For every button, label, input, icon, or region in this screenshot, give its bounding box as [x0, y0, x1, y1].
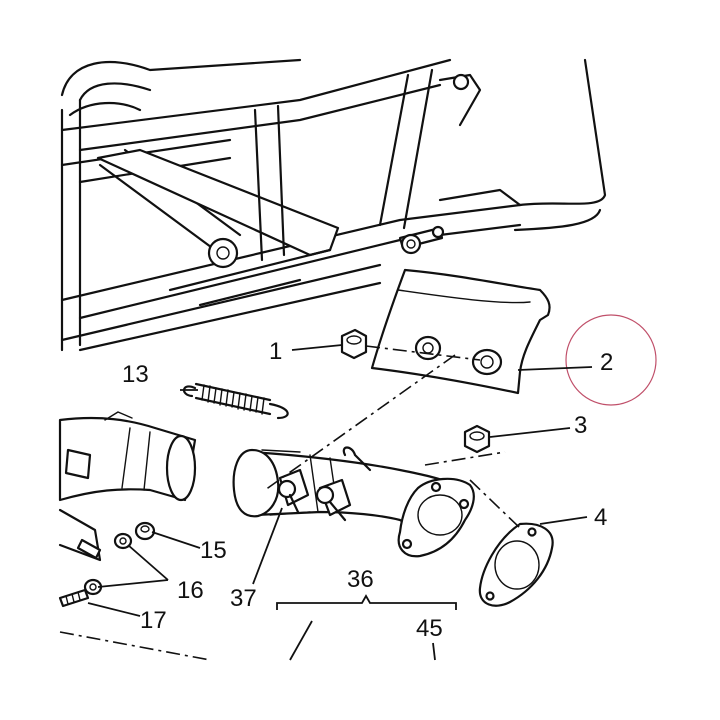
nut-1 — [340, 328, 368, 360]
assembly-lines — [59, 345, 521, 661]
callout-13: 13 — [122, 361, 149, 388]
callout-2: 2 — [600, 349, 613, 376]
leader-lines — [87, 344, 593, 661]
highlight-circle — [565, 314, 657, 406]
spring-13 — [183, 382, 289, 420]
callout-3: 3 — [574, 412, 587, 439]
callout-15: 15 — [200, 537, 227, 564]
callout-36: 36 — [347, 566, 374, 593]
nut-3 — [463, 424, 491, 454]
callout-16: 16 — [177, 577, 204, 604]
bolt-17 — [58, 588, 90, 608]
callout-17: 17 — [140, 607, 167, 634]
gasket-4 — [478, 522, 554, 607]
header-pipe-left — [58, 411, 197, 562]
nut-15 — [134, 521, 156, 541]
washer-16 — [83, 532, 133, 596]
heat-shield — [370, 268, 551, 395]
callout-1: 1 — [269, 338, 282, 365]
callout-4: 4 — [594, 504, 607, 531]
exhaust-pipe — [232, 446, 475, 558]
callout-37: 37 — [230, 585, 257, 612]
frame — [60, 58, 607, 352]
callout-45: 45 — [416, 615, 443, 642]
